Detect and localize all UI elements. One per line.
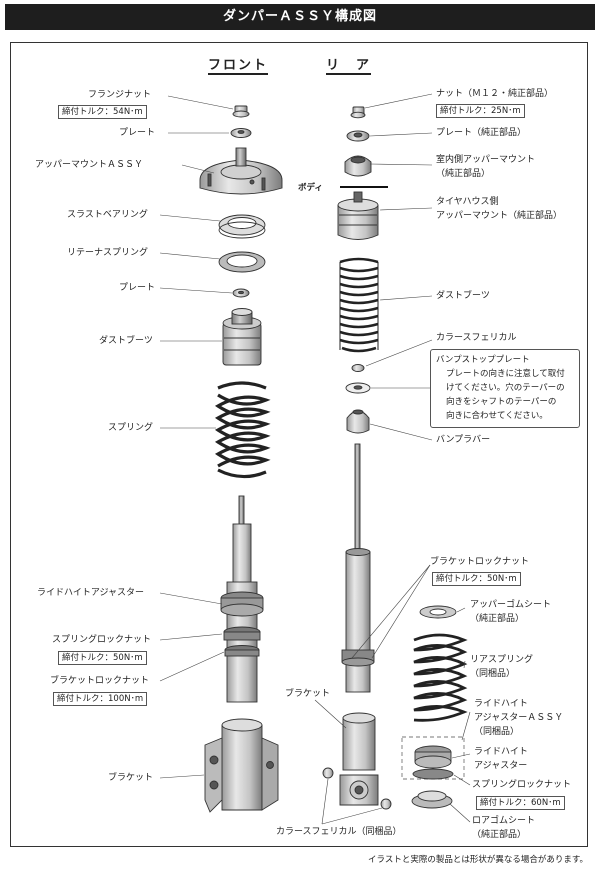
front-bracket-label: ブラケット [108, 773, 154, 783]
front-plate-part-1 [230, 128, 252, 138]
rear-ride-assy-label-3: （同梱品） [474, 727, 520, 737]
rear-bump-plate-part [345, 382, 371, 394]
front-retainer-spring-label: リテーナスプリング [67, 248, 149, 258]
rear-cabin-mount-label-1: 室内側アッパーマウント [436, 155, 536, 165]
front-spring-lock-label: スプリングロックナット [52, 635, 152, 645]
front-bracket-part [204, 718, 279, 813]
rear-ride-assy-label-2: アジャスターＡＳＳＹ [474, 713, 564, 723]
rear-lower-rubber-label-1: ロアゴムシート [472, 816, 536, 826]
rear-lower-rubber-label-2: （純正部品） [472, 830, 527, 840]
front-upper-mount-part [199, 147, 283, 195]
rear-shock-part [341, 443, 375, 693]
front-plate-label-1: プレート [119, 128, 156, 138]
rear-plate-label: プレート（純正部品） [436, 128, 527, 138]
rear-nut-label: ナット（Ｍ１２・純正部品） [436, 89, 554, 99]
rear-ride-label-2: アジャスター [474, 761, 528, 771]
rear-lower-rubber-part [411, 790, 453, 809]
rear-upper-rubber-part [419, 605, 457, 619]
rear-spring-part [413, 633, 468, 722]
front-bracket-lock-torque: 締付トルク：100N･m [53, 692, 148, 706]
rear-nut-part [350, 106, 366, 119]
rear-upper-rubber-label-2: （純正部品） [470, 614, 525, 624]
front-retainer-spring-part [218, 251, 266, 273]
rear-bracket-lock-torque: 締付トルク：50N･m [432, 572, 521, 586]
rear-bracket-part [339, 712, 379, 806]
rear-upper-rubber-label-1: アッパーゴムシート [470, 600, 552, 610]
rear-nut-torque: 締付トルク：25N･m [436, 104, 525, 118]
rear-assembly [322, 106, 468, 810]
rear-collar-label: カラースフェリカル [436, 333, 517, 343]
rear-bump-rubber-part [346, 409, 370, 434]
bump-stop-note: バンプストッププレート プレートの向きに注意して取付 けてください。穴のテーパー… [430, 349, 580, 428]
front-assembly [199, 105, 283, 813]
front-spring-lock-torque: 締付トルク：50N･m [58, 651, 147, 665]
rear-bracket-lock-label: ブラケットロックナット [430, 557, 530, 567]
front-upper-mount-label: アッパーマウントＡＳＳＹ [35, 160, 144, 170]
front-plate-label-2: プレート [119, 283, 156, 293]
rear-bracket-label: ブラケット [285, 689, 331, 699]
front-spring-label: スプリング [108, 423, 154, 433]
front-plate-part-2 [232, 288, 250, 298]
diagram-frame [10, 42, 588, 847]
front-thrust-bearing-label: スラストベアリング [67, 210, 148, 220]
rear-tire-mount-part [337, 191, 379, 240]
rear-plate-part [346, 130, 370, 142]
bump-stop-note-body: プレートの向きに注意して取付 けてください。穴のテーパーの 向きをシャフトのテー… [446, 369, 565, 421]
rear-bump-rubber-label: バンプラバー [436, 435, 491, 445]
rear-spring-label-1: リアスプリング [470, 655, 534, 665]
rear-collar-included-part [322, 767, 392, 810]
rear-ride-height-part [401, 736, 465, 780]
title-bar: ダンパーＡＳＳＹ構成図 [5, 4, 595, 30]
front-flange-nut-part [232, 105, 250, 118]
front-dust-boot-label: ダストブーツ [99, 336, 153, 346]
front-spring-part [214, 381, 271, 479]
rear-tire-mount-label-2: アッパーマウント（純正部品） [436, 211, 563, 221]
rear-collar-part [351, 364, 365, 372]
rear-spring-lock-label: スプリングロックナット [472, 780, 572, 790]
rear-dust-boot-label: ダストブーツ [436, 291, 490, 301]
front-dust-boot-part [222, 308, 262, 366]
rear-dust-boot-part [339, 257, 379, 353]
rear-cabin-mount-label-2: （純正部品） [436, 169, 491, 179]
rear-ride-label-1: ライドハイト [474, 747, 528, 757]
front-bracket-lock-label: ブラケットロックナット [50, 676, 150, 686]
bump-stop-note-title: バンプストッププレート [436, 355, 530, 365]
front-shock-part [220, 495, 264, 703]
front-flange-nut-label: フランジナット [88, 90, 152, 100]
rear-collar-included-label: カラースフェリカル（同梱品） [276, 827, 402, 837]
front-flange-torque: 締付トルク：54N･m [58, 105, 147, 119]
rear-tire-mount-label-1: タイヤハウス側 [436, 197, 499, 207]
rear-ride-assy-label-1: ライドハイト [474, 699, 528, 709]
rear-cabin-mount-part [344, 155, 372, 177]
front-ride-height-label: ライドハイトアジャスター [37, 588, 145, 598]
front-thrust-bearing-part [218, 214, 266, 239]
rear-spring-lock-torque: 締付トルク：60N･m [476, 796, 565, 810]
leader-lines [159, 93, 471, 825]
body-label: ボディ [298, 183, 323, 193]
rear-spring-label-2: （同梱品） [470, 669, 516, 679]
front-section-title: フロント [208, 58, 269, 75]
rear-section-title: リ ア [326, 58, 372, 75]
footer-disclaimer: イラストと実際の製品とは形状が異なる場合があります。 [368, 855, 588, 865]
